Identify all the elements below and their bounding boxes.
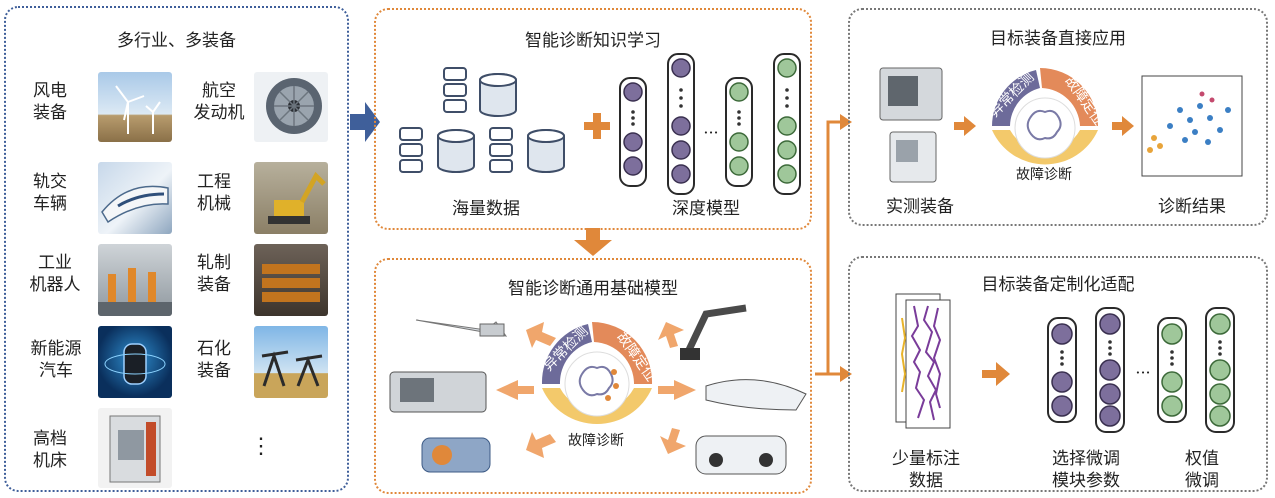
- knowledge-learning-panel: 智能诊断知识学习: [374, 8, 812, 230]
- diagnosis-result-label: 诊断结果: [1158, 197, 1226, 217]
- database-cluster-icon: [399, 67, 610, 173]
- robot-line-image: [98, 244, 172, 316]
- model-ellipsis: ···: [703, 123, 719, 142]
- label-wind-power: 风电 装备: [33, 81, 67, 123]
- small-arrow-2: [1112, 116, 1134, 136]
- train-sketch: [705, 379, 807, 411]
- label-rolling-equipment: 轧制 装备: [197, 253, 231, 295]
- massive-data-label: 海量数据: [452, 199, 520, 219]
- aero-engine-image: [254, 72, 328, 142]
- panel-title: 智能诊断知识学习: [525, 31, 661, 51]
- robot-arm-sketch: [680, 304, 747, 360]
- panel-title: 多行业、多装备: [117, 31, 236, 51]
- excavator-image: [254, 162, 328, 234]
- down-arrow: [574, 228, 612, 256]
- lathe-sketch: [389, 371, 487, 413]
- chassis-sketch: [695, 435, 787, 475]
- few-labeled-data-label: 少量标注 数据: [892, 449, 960, 491]
- label-aero-engine: 航空 发动机: [193, 81, 245, 123]
- label-construction-machine: 工程 机械: [197, 172, 231, 214]
- panel-title: 智能诊断通用基础模型: [508, 279, 678, 299]
- customization-panel: 目标装备定制化适配 ··· 少量标注 数据: [848, 256, 1268, 492]
- ev-car-image: [98, 326, 172, 398]
- turbine-sketch: [421, 437, 491, 473]
- direct-app-graphics: [879, 67, 1243, 183]
- wind-turbine-image: [98, 72, 172, 142]
- panel-title: 目标装备定制化适配: [981, 275, 1135, 295]
- label-rail-vehicle: 轨交 车辆: [33, 172, 67, 214]
- weight-finetune-label: 权值 微调: [1185, 449, 1219, 491]
- train-image: [98, 162, 172, 234]
- measured-equipment-label: 实测装备: [886, 197, 954, 217]
- multi-industry-panel: 多行业、多装备 风电 装备 航空 发动机 轨交 车辆 工程 机械 工业 机器人 …: [4, 6, 349, 492]
- scatter-result-icon: [1141, 75, 1243, 177]
- pumpjack-image: [254, 326, 328, 398]
- connector-line: [815, 120, 846, 376]
- label-high-end-machine-tool: 高档 机床: [33, 429, 67, 471]
- cnc-machine-icon: [879, 67, 943, 121]
- deep-model-label: 深度模型: [672, 199, 740, 219]
- more-equipment-ellipsis: ⋮: [250, 434, 272, 459]
- deep-model-icon: [619, 53, 801, 195]
- small-arrow: [954, 116, 976, 136]
- diagnosis-cycle-icon: [389, 304, 807, 475]
- foundation-model-panel: 智能诊断通用基础模型 异常检测 故障定位 故障诊断: [374, 258, 812, 494]
- select-finetune-module-label: 选择微调 模块参数: [1052, 449, 1120, 491]
- model-ellipsis: ···: [1135, 363, 1151, 382]
- rolling-mill-image: [254, 244, 328, 316]
- panel-title: 目标装备直接应用: [990, 29, 1126, 49]
- cycle-fault-diagnosis: 故障诊断: [1016, 167, 1072, 183]
- signal-waveform-icon: [895, 293, 951, 429]
- machine-tool-image: [98, 408, 172, 488]
- cycle-fault-diagnosis: 故障诊断: [568, 433, 624, 449]
- direct-application-panel: 目标装备直接应用 异常检测 故障定位 故障诊断 实测装备 诊断结果: [848, 8, 1268, 226]
- test-chamber-icon: [889, 131, 937, 183]
- wind-turbine-sketch: [415, 319, 508, 337]
- label-industrial-robot: 工业 机器人: [29, 253, 81, 295]
- small-arrow: [982, 362, 1010, 386]
- label-petrochemical-equipment: 石化 装备: [197, 339, 231, 381]
- label-new-energy-vehicle: 新能源 汽车: [30, 339, 82, 381]
- customization-graphics: [895, 293, 1235, 433]
